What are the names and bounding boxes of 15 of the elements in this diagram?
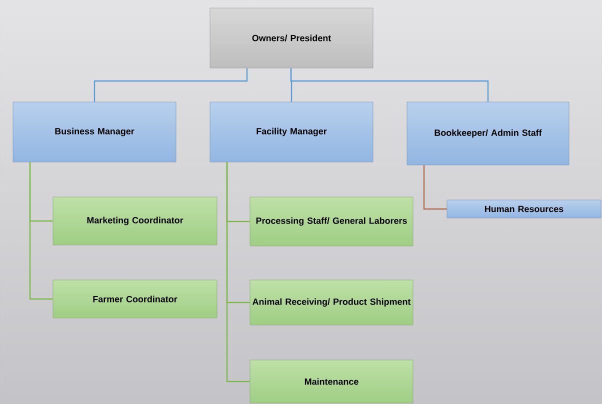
connector-line — [94, 68, 248, 102]
staff-box: Farmer Coordinator — [52, 280, 218, 318]
connector-line — [226, 162, 250, 382]
manager-box: Human Resources — [446, 200, 602, 218]
connector-line — [29, 162, 53, 300]
staff-box: Maintenance — [250, 360, 414, 404]
executive-box: Owners/ President — [210, 8, 374, 68]
staff-box: Animal Receiving/ Product Shipment — [250, 280, 414, 326]
connector-line — [290, 68, 489, 102]
manager-box: Bookkeeper/ Admin Staff — [406, 102, 570, 166]
staff-box: Processing Staff/ General Laborers — [250, 196, 414, 246]
manager-box: Business Manager — [12, 102, 176, 162]
manager-box: Facility Manager — [210, 102, 374, 162]
staff-box: Marketing Coordinator — [52, 196, 218, 246]
connector-line — [423, 165, 447, 210]
